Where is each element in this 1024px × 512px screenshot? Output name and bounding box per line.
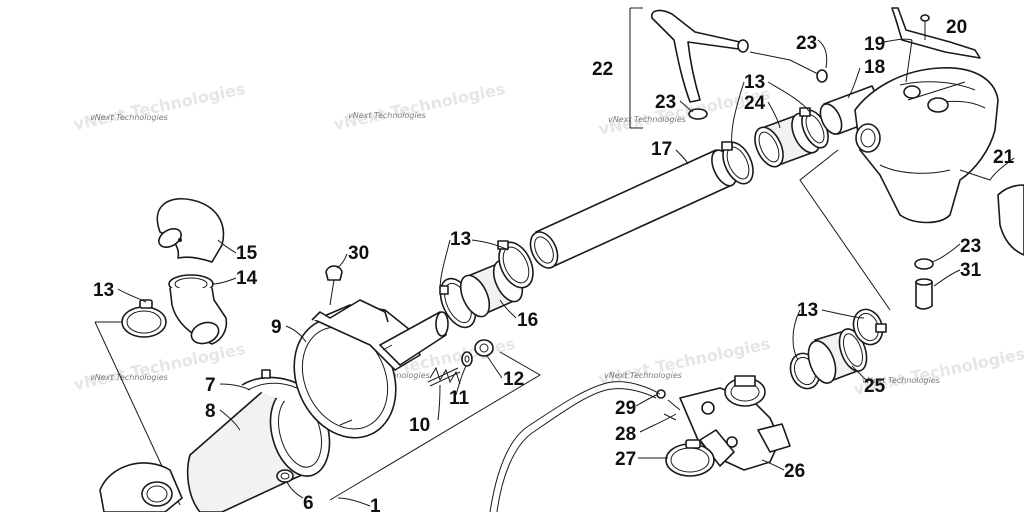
watermark-label: vNext Technologies	[604, 371, 682, 380]
callout-24: 24	[744, 93, 766, 114]
callout-7: 7	[205, 375, 216, 396]
callout-10: 10	[409, 415, 430, 436]
watermark-label: vNext Technologies	[90, 113, 168, 122]
vent-leader	[749, 51, 819, 75]
callout-21: 21	[993, 147, 1015, 168]
callout-31: 31	[960, 260, 982, 281]
bracket-part-19	[891, 7, 981, 83]
callout-14: 14	[236, 268, 258, 289]
callout-27: 27	[615, 449, 636, 470]
screw-part-6	[276, 469, 294, 483]
fitting-part-28	[656, 389, 666, 399]
washer-part-11	[461, 351, 473, 367]
callout-30: 30	[348, 243, 369, 264]
watermark-label: vNext Technologies	[90, 373, 168, 382]
grommet-part-12	[474, 339, 494, 357]
callout-25: 25	[864, 376, 886, 397]
callout-12: 12	[503, 369, 524, 390]
callout-9: 9	[271, 317, 282, 338]
carburetor-part-26	[663, 375, 791, 471]
bolt-part-20	[920, 14, 930, 40]
watermark-ghost: vNext Technologies	[72, 79, 247, 134]
elbow-duct-part-15	[156, 198, 225, 263]
hose-clamp-part-27	[665, 439, 715, 477]
bracket-leader-part-1	[329, 351, 541, 501]
callout-1: 1	[370, 496, 381, 512]
callout-23-top: 23	[796, 33, 817, 54]
watermark-ghost: vNext Technologies	[332, 79, 507, 134]
watermark-label: vNext Technologies	[348, 111, 426, 120]
intake-tube-part-17	[529, 149, 737, 269]
callout-26: 26	[784, 461, 805, 482]
watermark-ghost: vNext Technologies	[72, 339, 247, 394]
intake-boot-part-14	[168, 274, 228, 345]
callout-22: 22	[592, 59, 613, 80]
bracket-leader-right	[799, 149, 891, 311]
vent-tube-part-22	[650, 9, 749, 103]
coupler-part-25	[807, 328, 868, 384]
callout-28: 28	[615, 424, 636, 445]
callout-23-upper: 23	[655, 92, 676, 113]
callout-18: 18	[864, 57, 885, 78]
leader-lines	[117, 38, 1015, 507]
hose-clamp-center-right	[497, 240, 534, 289]
watermark-label: vNext Technologies	[862, 376, 940, 385]
callout-6: 6	[303, 493, 314, 512]
hose-clamp-right-upper-a	[721, 141, 754, 185]
callout-13-upper-right: 13	[744, 72, 765, 93]
lower-boot-part	[99, 462, 183, 512]
side-cover-part	[997, 184, 1024, 256]
callout-19: 19	[864, 34, 885, 55]
clip-part-23-top	[816, 69, 828, 83]
callout-23-lower: 23	[960, 236, 981, 257]
drain-plug-part-31	[915, 278, 933, 310]
hose-clamp-left	[121, 299, 167, 338]
callout-labels: 15 14 13 9 7 8 6 1 30 10 11 12 13 16 17 …	[93, 17, 1015, 512]
callout-13-lower-right: 13	[797, 300, 818, 321]
callout-13-left: 13	[93, 280, 114, 301]
spring-part-10	[427, 366, 461, 387]
callout-15: 15	[236, 243, 258, 264]
callout-13-center: 13	[450, 229, 471, 250]
callout-20: 20	[946, 17, 967, 38]
bracket-leader-part-22	[629, 7, 643, 129]
callout-16: 16	[517, 310, 538, 331]
air-box-part-21	[854, 67, 999, 224]
clip-part-23-upper	[688, 108, 708, 120]
clip-part-23-lower	[914, 258, 934, 270]
watermark-label: vNext Technologies	[608, 115, 686, 124]
vent-hose-part-29	[489, 381, 661, 512]
callout-29: 29	[615, 398, 636, 419]
air-box-housing-part-9	[293, 299, 449, 439]
callout-17: 17	[651, 139, 672, 160]
callout-8: 8	[205, 401, 216, 422]
callout-11: 11	[449, 388, 470, 409]
clip-part-30	[325, 265, 343, 306]
